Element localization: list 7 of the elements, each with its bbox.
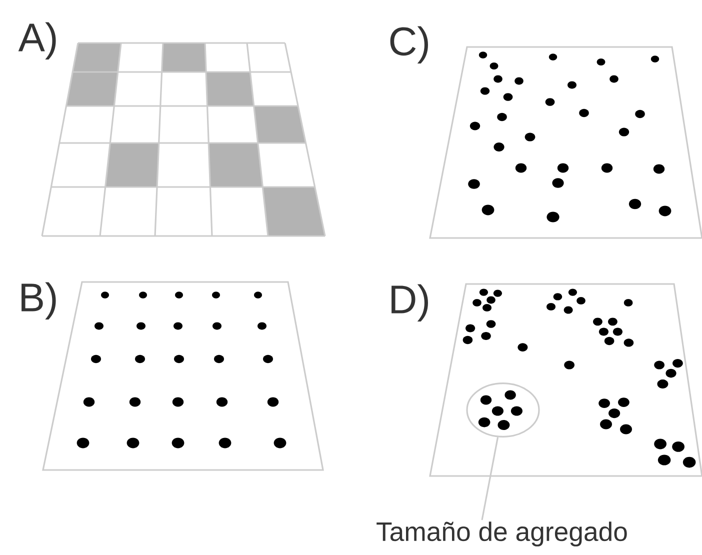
- panel-label: B): [22, 282, 56, 320]
- panel-label: D): [392, 284, 428, 322]
- leader-line: [481, 437, 499, 520]
- panel-label: C): [390, 26, 428, 64]
- panel-label: A): [18, 22, 56, 60]
- annotation-text: Tamaño de agregado: [376, 522, 627, 546]
- highlight-ellipse: [466, 382, 540, 438]
